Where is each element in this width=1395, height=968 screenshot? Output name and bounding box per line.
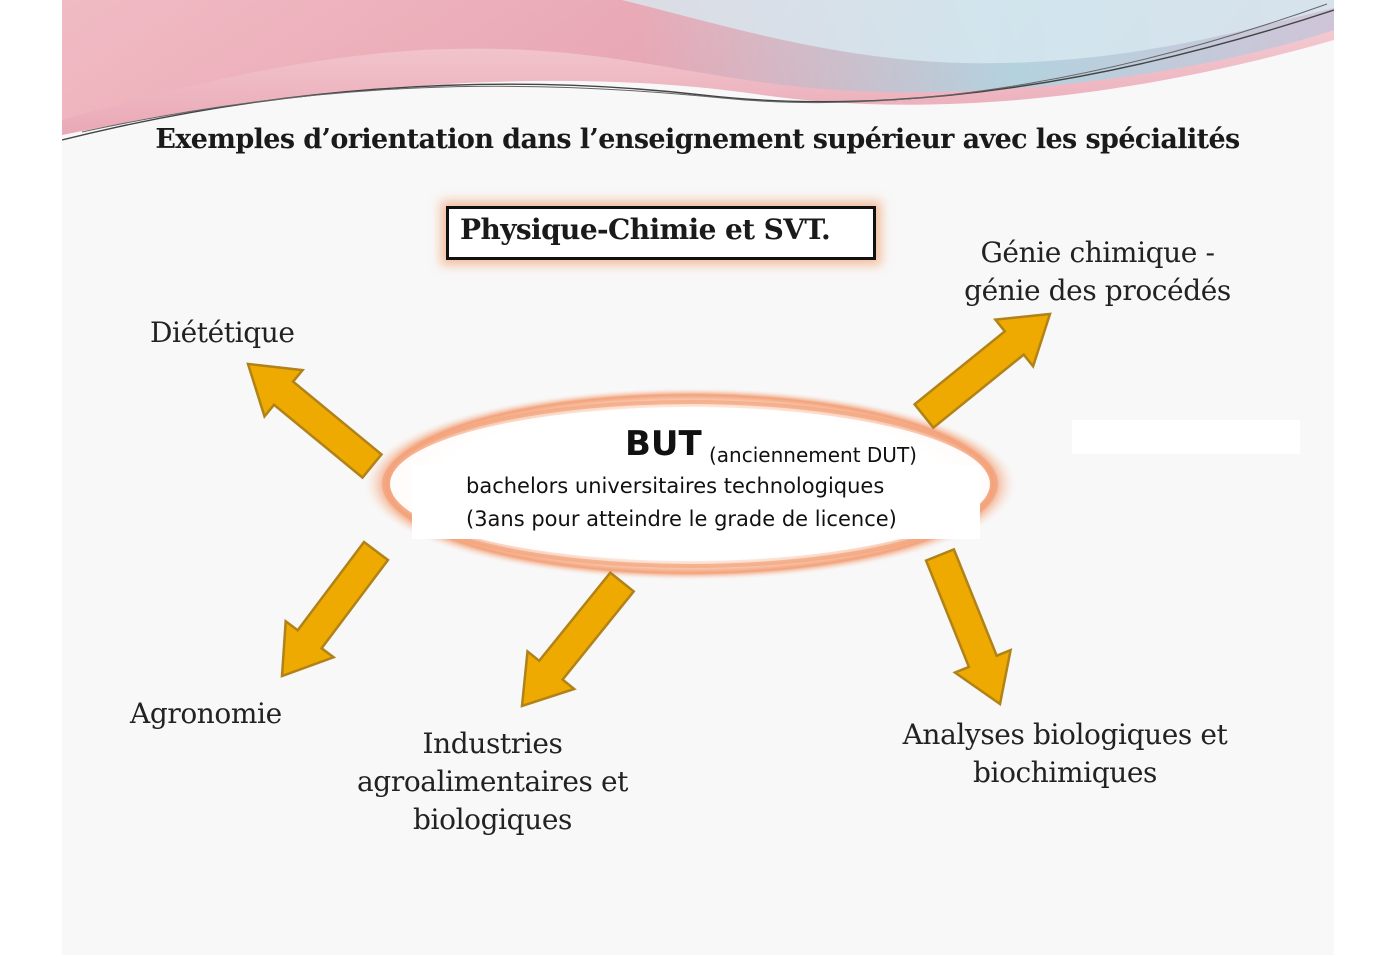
slide-decoration bbox=[62, 0, 1334, 708]
arrow-to-analyses bbox=[924, 547, 1013, 707]
destination-analyses: Analyses biologiques et biochimiques bbox=[902, 718, 1228, 789]
specialities-label: Physique-Chimie et SVT. bbox=[460, 213, 831, 246]
specialities-box bbox=[446, 206, 876, 260]
arrow-group bbox=[246, 312, 1052, 708]
arrow-to-genie bbox=[912, 312, 1052, 430]
destination-genie-chimique: Génie chimique - génie des procédés bbox=[964, 236, 1231, 307]
but-title: BUT bbox=[625, 424, 702, 464]
destination-agronomie: Agronomie bbox=[130, 697, 282, 730]
slide-background bbox=[62, 0, 1334, 955]
but-note: (anciennement DUT) bbox=[709, 443, 917, 467]
blank-patch bbox=[1072, 420, 1300, 454]
destination-dietetique: Diététique bbox=[150, 316, 295, 349]
but-description-line2: (3ans pour atteindre le grade de licence… bbox=[466, 507, 897, 531]
page-title: Exemples d’orientation dans l’enseigneme… bbox=[155, 124, 1240, 155]
destination-industries: Industries agroalimentaires et biologiqu… bbox=[357, 727, 628, 836]
header-wave bbox=[62, 0, 1334, 141]
arrow-to-industries bbox=[520, 570, 636, 708]
but-description-line1: bachelors universitaires technologiques bbox=[466, 474, 885, 498]
arrow-to-dietetique bbox=[246, 362, 384, 480]
arrow-to-agronomie bbox=[280, 540, 390, 678]
